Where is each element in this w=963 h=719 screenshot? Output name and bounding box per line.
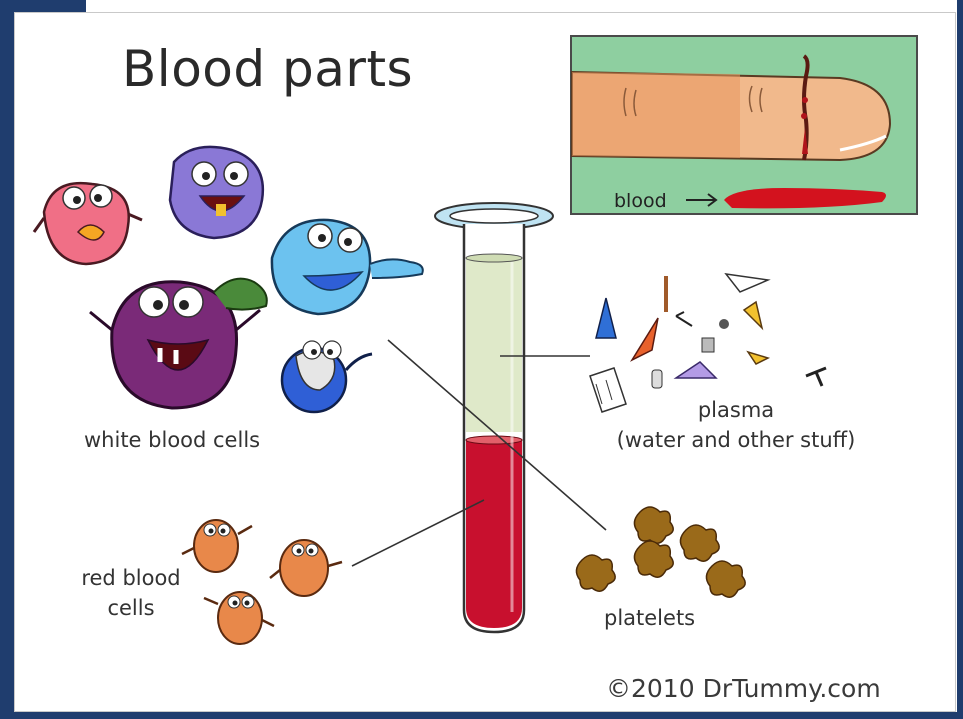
rbc-icon bbox=[270, 540, 342, 596]
label-red-blood-cells-line2: cells bbox=[66, 596, 196, 620]
diagram-title: Blood parts bbox=[122, 40, 413, 98]
white-blood-cells-illustration bbox=[34, 147, 423, 412]
label-plasma-line1: plasma bbox=[586, 398, 886, 422]
big-purple-wbc-icon bbox=[90, 279, 267, 408]
plasma-items-illustration bbox=[590, 274, 826, 412]
rbc-icon bbox=[204, 592, 274, 644]
inset-blood-label: blood bbox=[614, 190, 667, 212]
label-plasma-line2: (water and other stuff) bbox=[586, 428, 886, 452]
small-gray-wbc-icon bbox=[282, 341, 372, 412]
label-platelets: platelets bbox=[604, 606, 695, 630]
test-tube bbox=[435, 203, 553, 632]
purple-wbc-icon bbox=[170, 147, 263, 238]
finger-cut-inset bbox=[571, 36, 917, 214]
frame-bottom bbox=[0, 712, 963, 719]
copyright-text: ©2010 DrTummy.com bbox=[606, 674, 881, 703]
label-white-blood-cells: white blood cells bbox=[84, 428, 260, 452]
rbc-icon bbox=[182, 520, 252, 572]
pink-wbc-icon bbox=[34, 183, 142, 264]
platelets-illustration bbox=[576, 507, 745, 597]
blue-wbc-icon bbox=[272, 220, 423, 314]
red-blood-cells-illustration bbox=[182, 520, 342, 644]
label-red-blood-cells-line1: red blood bbox=[66, 566, 196, 590]
